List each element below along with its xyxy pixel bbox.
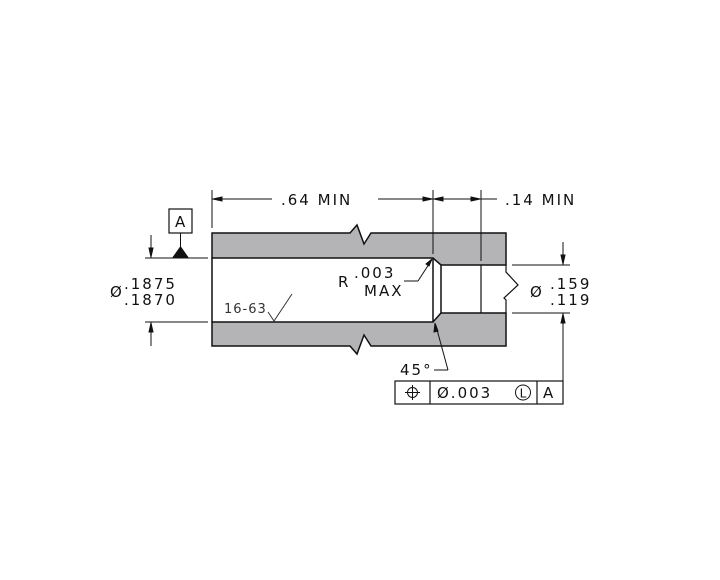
- small-bore-lower: .119: [550, 291, 591, 309]
- chamfer-leader: [433, 322, 449, 371]
- small-bore-upper: .159: [550, 275, 591, 293]
- radius-leader: [404, 258, 433, 282]
- chamfer-angle: 45°: [400, 361, 433, 379]
- bore-diameter-symbol: Ø: [110, 283, 124, 301]
- bore-dimension: [145, 235, 208, 346]
- position-icon: [405, 385, 420, 400]
- surface-finish-label: 16-63: [224, 302, 267, 317]
- small-bore-dimension: [512, 242, 570, 381]
- fcf-tolerance: Ø.003: [437, 384, 492, 402]
- fcf-datum-ref: A: [543, 384, 555, 402]
- top-wall: [211, 223, 507, 266]
- radius-prefix: R: [338, 273, 350, 291]
- bore-upper-limit: .1875: [124, 275, 177, 293]
- length-main-label: .64 MIN: [281, 191, 352, 209]
- small-bore-symbol: Ø: [530, 283, 544, 301]
- datum-feature-symbol: [168, 208, 193, 258]
- length-dimensions: [211, 190, 497, 261]
- bore-lower-limit: .1870: [124, 291, 177, 309]
- bottom-wall: [211, 312, 507, 356]
- datum-label: A: [175, 213, 187, 231]
- surface-finish-symbol: [267, 293, 293, 322]
- radius-suffix: MAX: [364, 282, 403, 300]
- feature-control-frame: [394, 380, 564, 405]
- least-material-modifier-icon: [515, 384, 531, 401]
- fcf-modifier: L: [520, 387, 527, 401]
- length-step-label: .14 MIN: [505, 191, 576, 209]
- break-line-right: [503, 265, 519, 313]
- radius-value: .003: [354, 264, 395, 282]
